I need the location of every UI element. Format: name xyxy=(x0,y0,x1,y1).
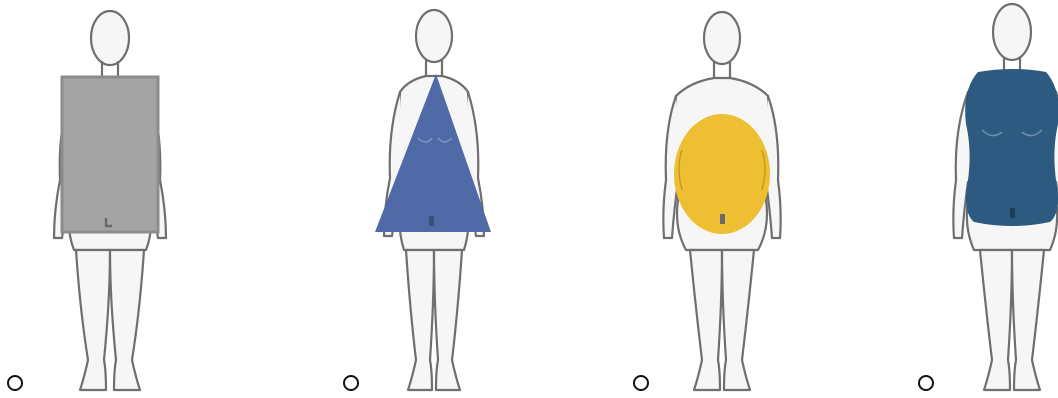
body-figure-triangle xyxy=(368,0,508,398)
radio-button-round[interactable] xyxy=(633,375,649,391)
body-shape-option-rectangle[interactable] xyxy=(0,0,220,398)
rounded-body-icon xyxy=(965,69,1058,226)
radio-button-triangle[interactable] xyxy=(343,375,359,391)
body-figure-hourglass-full xyxy=(950,0,1058,398)
body-figure-round xyxy=(656,0,796,398)
body-figure-rectangle xyxy=(40,0,180,398)
rectangle-icon xyxy=(62,77,158,232)
radio-button-rectangle[interactable] xyxy=(7,375,23,391)
figure-head xyxy=(993,4,1031,60)
figure-head xyxy=(704,12,740,64)
figure-head xyxy=(416,10,452,62)
body-shape-option-round[interactable] xyxy=(620,0,820,398)
figure-head xyxy=(91,11,129,65)
body-shape-option-hourglass-full[interactable] xyxy=(905,0,1058,398)
body-shape-option-triangle[interactable] xyxy=(330,0,540,398)
radio-button-hourglass-full[interactable] xyxy=(918,375,934,391)
